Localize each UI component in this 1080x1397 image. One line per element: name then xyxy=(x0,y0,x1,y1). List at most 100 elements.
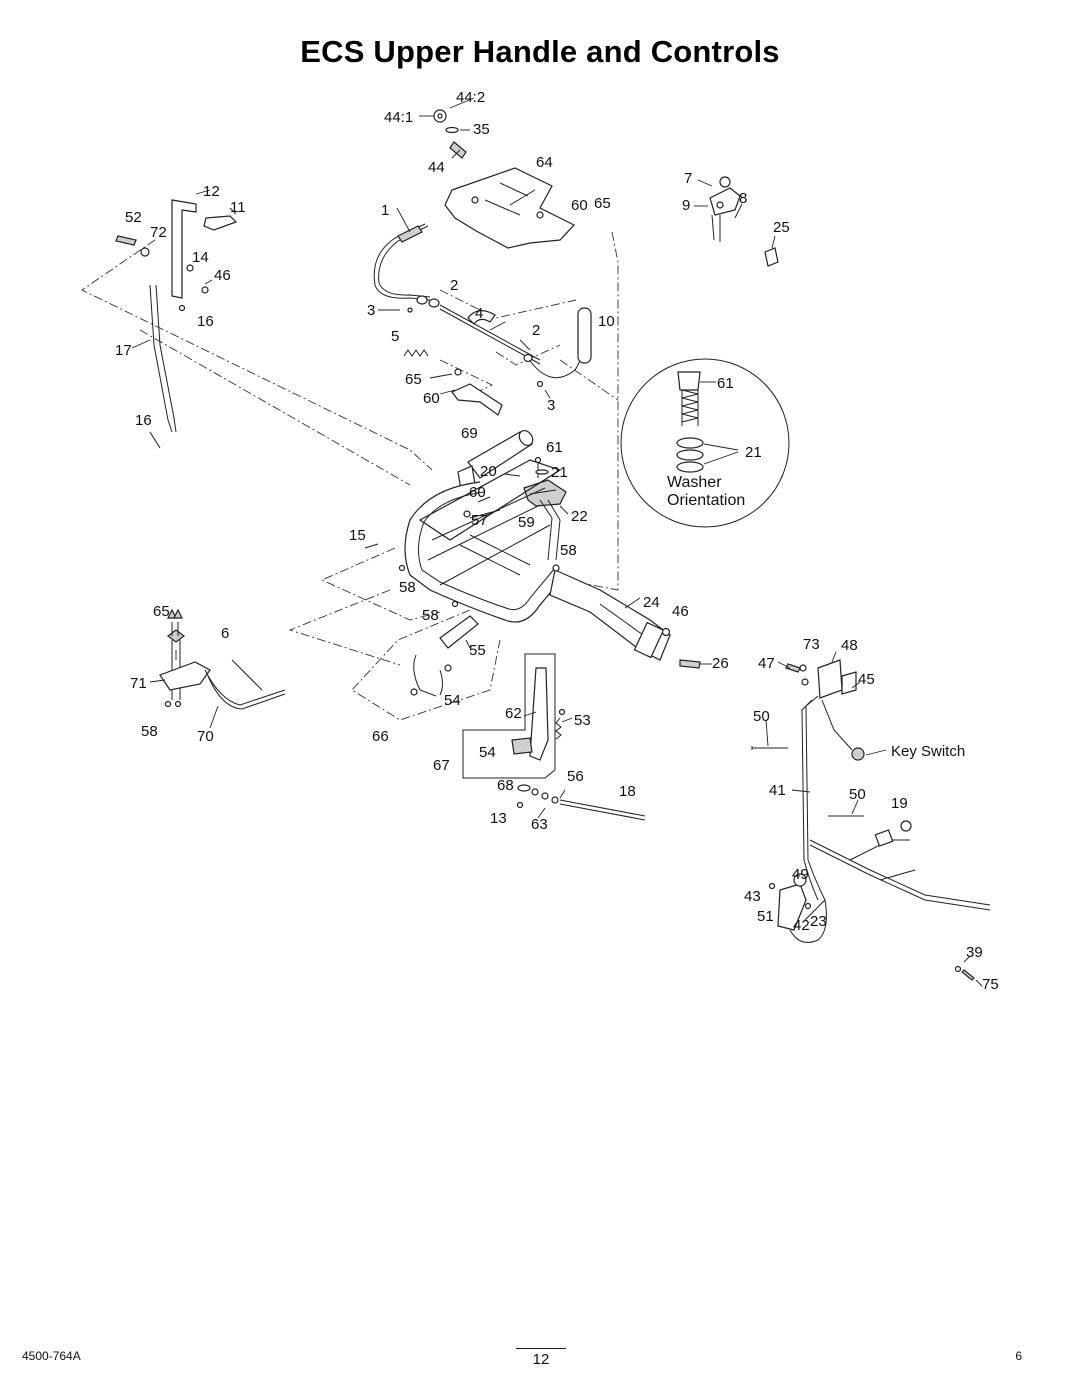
washer-orientation-line1: Washer xyxy=(667,474,722,491)
label-60-top: 60 xyxy=(571,197,588,214)
pedal-55 xyxy=(410,615,479,697)
label-44: 44 xyxy=(428,159,445,176)
label-68: 68 xyxy=(497,777,514,794)
cable-4-and-bracket xyxy=(378,304,592,379)
label-71: 71 xyxy=(130,675,147,692)
label-64: 64 xyxy=(536,154,553,171)
label-20: 20 xyxy=(480,463,497,480)
lever-12 xyxy=(115,189,238,312)
label-67: 67 xyxy=(433,757,450,774)
part-number-labels: 44:2 44:1 35 44 64 7 8 9 25 12 11 52 72 … xyxy=(115,89,999,993)
label-23: 23 xyxy=(810,913,827,930)
label-10: 10 xyxy=(598,313,615,330)
label-11: 11 xyxy=(230,199,246,216)
page-number: 12 xyxy=(516,1348,566,1368)
label-65-top: 65 xyxy=(594,195,611,212)
label-16-bottom: 16 xyxy=(135,412,152,429)
cable-1 xyxy=(373,207,440,308)
label-45: 45 xyxy=(858,671,875,688)
label-1: 1 xyxy=(381,202,389,219)
label-9: 9 xyxy=(682,197,690,214)
label-21: 21 xyxy=(551,464,568,481)
label-50-bottom: 50 xyxy=(849,786,866,803)
label-7: 7 xyxy=(684,170,692,187)
label-18: 18 xyxy=(619,783,636,800)
control-panel-64 xyxy=(444,167,575,249)
document-number: 4500-764A xyxy=(22,1349,81,1363)
label-26: 26 xyxy=(712,655,729,672)
label-12: 12 xyxy=(203,183,220,200)
label-4: 4 xyxy=(475,305,483,322)
label-59: 59 xyxy=(518,514,535,531)
label-53: 53 xyxy=(574,712,591,729)
label-65-mid: 65 xyxy=(405,371,422,388)
label-8: 8 xyxy=(739,190,747,207)
label-35: 35 xyxy=(473,121,490,138)
label-57: 57 xyxy=(471,512,488,529)
label-52: 52 xyxy=(125,209,142,226)
label-43: 43 xyxy=(744,888,761,905)
label-19: 19 xyxy=(891,795,908,812)
label-47: 47 xyxy=(758,655,775,672)
label-61: 61 xyxy=(546,439,563,456)
label-58-left: 58 xyxy=(399,579,416,596)
key-assembly xyxy=(419,97,475,159)
label-16-top: 16 xyxy=(197,313,214,330)
washer-orientation-line2: Orientation xyxy=(667,492,745,509)
label-15: 15 xyxy=(349,527,366,544)
page-title: ECS Upper Handle and Controls xyxy=(300,34,780,69)
label-55: 55 xyxy=(469,642,486,659)
handle-frame xyxy=(364,459,712,669)
label-54-box: 54 xyxy=(479,744,496,761)
label-21-detail: 21 xyxy=(745,444,762,461)
label-60-low: 60 xyxy=(469,484,486,501)
label-61-detail: 61 xyxy=(717,375,734,392)
spring-and-bracket xyxy=(403,349,551,416)
label-66: 66 xyxy=(372,728,389,745)
callout-texts: Washer Orientation Key Switch xyxy=(667,474,965,760)
label-22: 22 xyxy=(571,508,588,525)
key-switch-label: Key Switch xyxy=(891,743,965,760)
label-3-mid: 3 xyxy=(547,397,555,414)
label-58-right: 58 xyxy=(560,542,577,559)
label-65-low: 65 xyxy=(153,603,170,620)
label-48: 48 xyxy=(841,637,858,654)
wiring-harness xyxy=(768,651,991,943)
label-72: 72 xyxy=(150,224,167,241)
label-60-mid: 60 xyxy=(423,390,440,407)
detail-box-67 xyxy=(462,653,573,779)
label-63: 63 xyxy=(531,816,548,833)
label-46: 46 xyxy=(672,603,689,620)
rod-17 xyxy=(131,284,177,449)
label-25: 25 xyxy=(773,219,790,236)
label-3-top: 3 xyxy=(367,302,375,319)
label-44-1: 44:1 xyxy=(384,109,413,126)
label-58-lowleft: 58 xyxy=(141,723,158,740)
fasteners-39-75 xyxy=(954,955,983,987)
cable-18 xyxy=(516,784,646,821)
label-44-2: 44:2 xyxy=(456,89,485,106)
label-42: 42 xyxy=(793,917,810,934)
label-58-center: 58 xyxy=(422,607,439,624)
label-51: 51 xyxy=(757,908,774,925)
label-41: 41 xyxy=(769,782,786,799)
label-46-top: 46 xyxy=(214,267,231,284)
washer-orientation-detail xyxy=(620,358,790,528)
label-5: 5 xyxy=(391,328,399,345)
label-13: 13 xyxy=(490,810,507,827)
label-75: 75 xyxy=(982,976,999,993)
label-62: 62 xyxy=(505,705,522,722)
label-17: 17 xyxy=(115,342,132,359)
label-50-top: 50 xyxy=(753,708,770,725)
label-24: 24 xyxy=(643,594,660,611)
label-6: 6 xyxy=(221,625,229,642)
strap-50 xyxy=(751,719,864,817)
page-index: 6 xyxy=(1015,1349,1022,1363)
label-73: 73 xyxy=(803,636,820,653)
bracket-71 xyxy=(149,629,286,729)
switch-assembly xyxy=(694,176,779,267)
label-54-left: 54 xyxy=(444,692,461,709)
label-56: 56 xyxy=(567,768,584,785)
label-70: 70 xyxy=(197,728,214,745)
label-14: 14 xyxy=(192,249,209,266)
